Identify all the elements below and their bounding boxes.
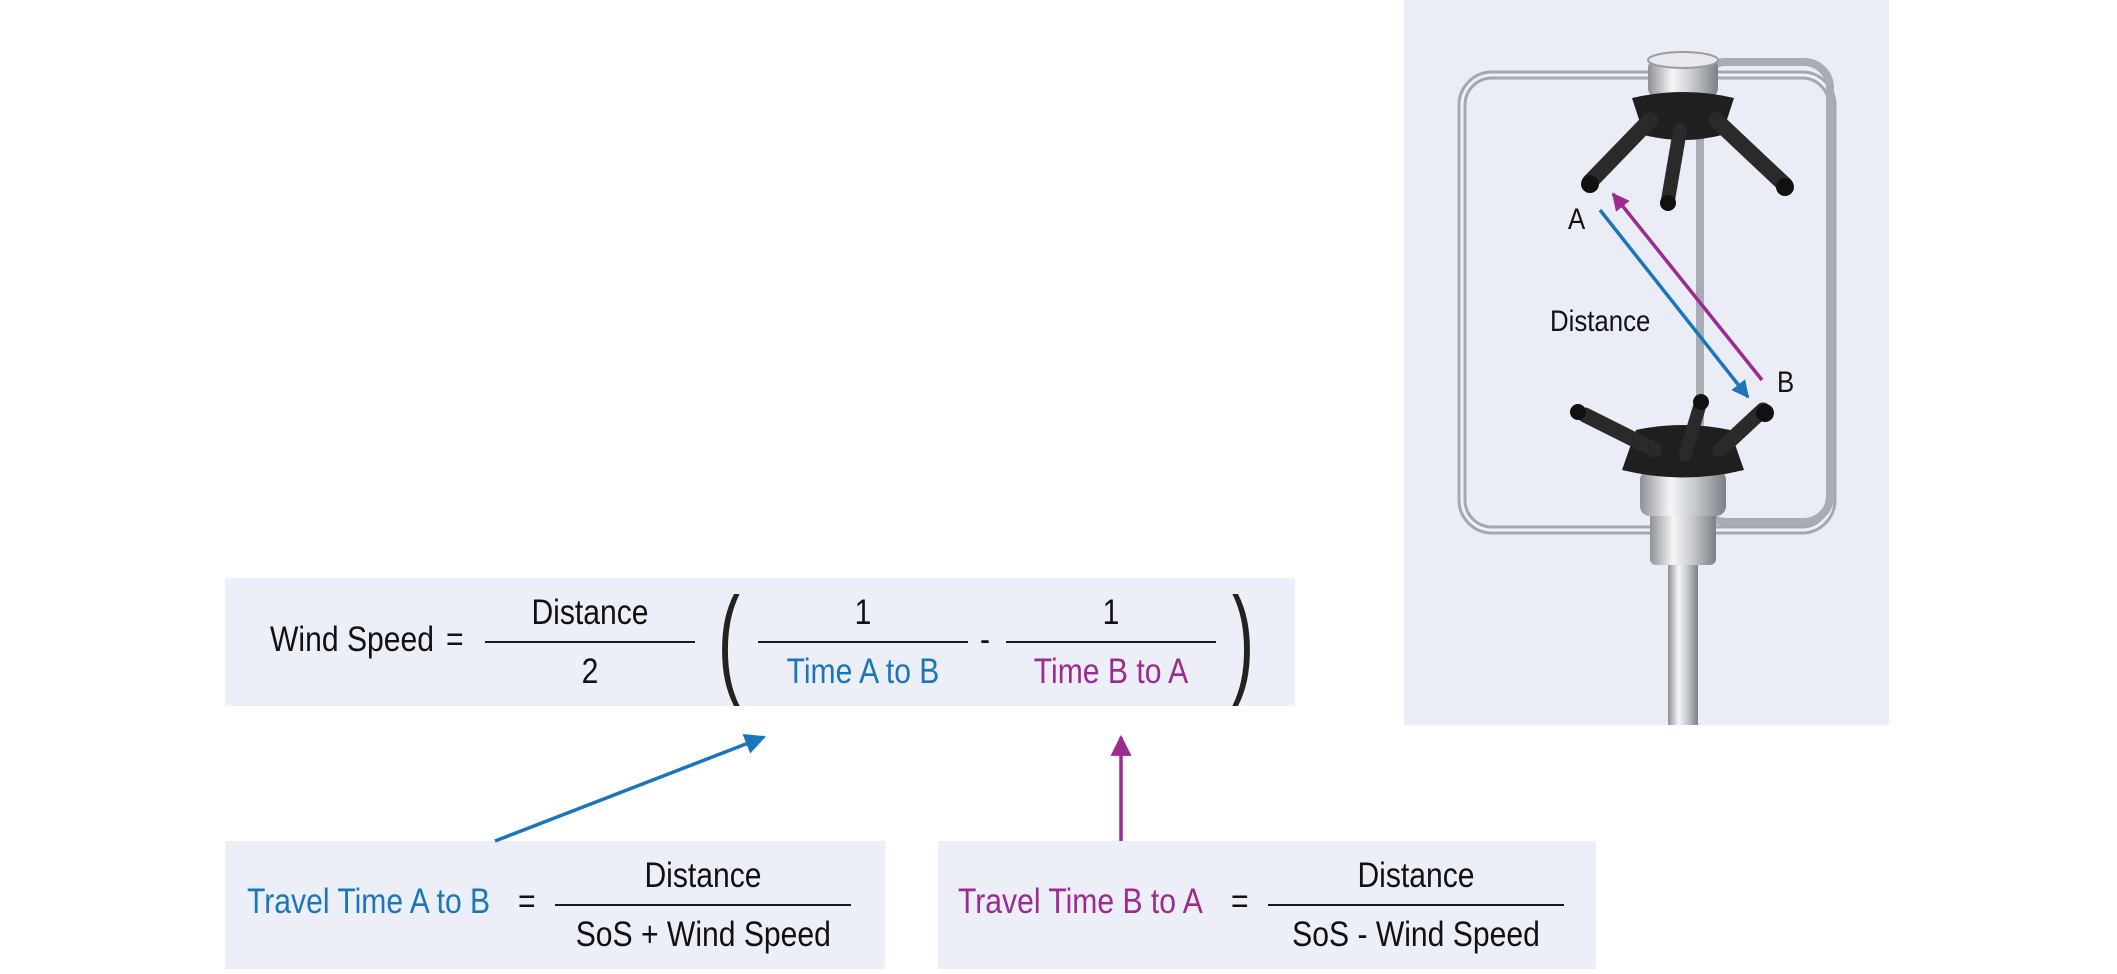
term1-numerator: 1 [854,593,872,632]
sensor-label-distance: Distance [1550,305,1651,338]
term2-denominator: Time B to A [1033,652,1189,691]
sensor-label-b: B [1777,366,1795,399]
formula-ba-numerator: Distance [1357,856,1475,895]
frame-loop-front [1696,58,1834,526]
signal-arrow-a-to-b [1598,208,1750,399]
half-denominator: 2 [581,652,599,691]
formula-ba-lhs: Travel Time B to A [958,882,1203,921]
formula-ba-fraction-bar [1268,904,1564,906]
mast-pole [1668,560,1698,725]
half-numerator: Distance [531,593,649,632]
top-transducer-hub [1632,92,1734,140]
sensor-label-a: A [1568,203,1586,236]
term1-fraction-bar [758,641,968,643]
right-parenthesis: ) [1232,573,1254,707]
term2-numerator: 1 [1102,593,1120,632]
main-formula-equals: = [446,620,464,659]
half-fraction-bar [485,641,695,643]
formula-ab-fraction-bar [555,904,851,906]
formula-ba-denominator: SoS - Wind Speed [1292,915,1540,954]
main-formula-lhs: Wind Speed [270,620,434,659]
left-parenthesis: ( [718,573,740,707]
formula-ab-numerator: Distance [644,856,762,895]
main-formula-minus: - [980,620,991,659]
formula-ab-equals: = [518,882,536,921]
term2-fraction-bar [1006,641,1216,643]
signal-arrow-b-to-a [1611,192,1764,382]
arrow-ab-to-main [494,734,766,843]
formula-ab-lhs: Travel Time A to B [247,882,491,921]
formula-ab-denominator: SoS + Wind Speed [575,915,831,954]
term1-denominator: Time A to B [786,652,940,691]
formula-ba-equals: = [1231,882,1249,921]
